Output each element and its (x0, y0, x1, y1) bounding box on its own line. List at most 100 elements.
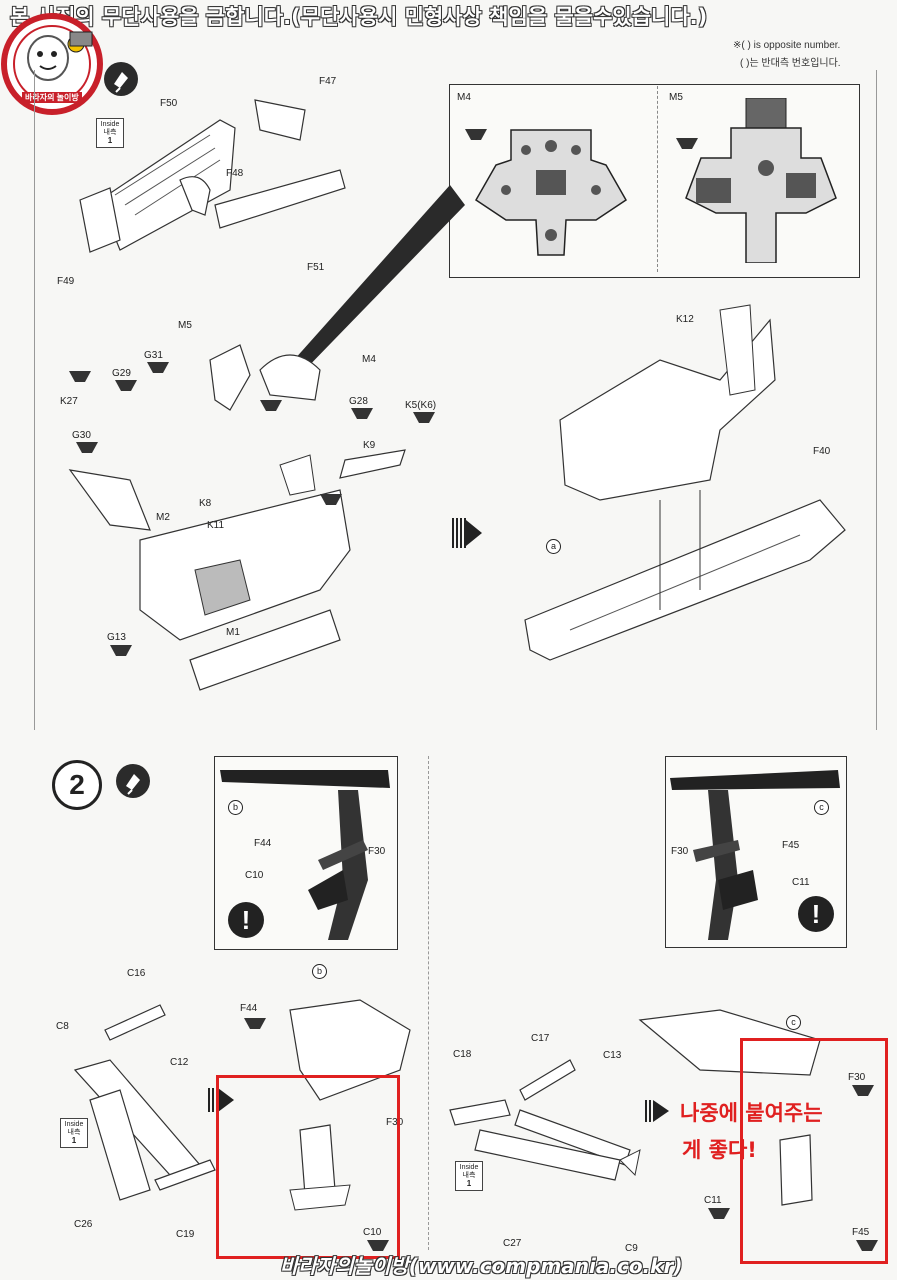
section-divider (428, 756, 429, 1250)
decal-badge-g29 (115, 380, 137, 391)
part-label-c26: C26 (74, 1219, 93, 1230)
warning-icon-b: ! (228, 902, 264, 938)
part-label-m1: M1 (226, 627, 240, 638)
part-label-g28: G28 (349, 396, 368, 407)
part-label-c12: C12 (170, 1057, 189, 1068)
decal-badge-g31 (147, 362, 169, 373)
inside-num: 1 (107, 136, 113, 145)
inside-num-right: 1 (466, 1179, 472, 1188)
decal-badge-m5 (676, 138, 698, 149)
sub-ref-c: c (814, 800, 829, 815)
inside-ko-right: 내측 (462, 1172, 476, 1179)
part-label-f48: F48 (226, 168, 244, 179)
decal-badge-f45 (856, 1240, 878, 1251)
part-label-m4-mid: M4 (362, 354, 376, 365)
logo-badge-icon (1, 13, 103, 115)
cement-icon-step2 (116, 764, 150, 798)
callout-wedge (285, 185, 465, 375)
copyright-banner: 본 사진의 무단사용을 금합니다.(무단사용시 민형사상 책임을 물을수있습니다… (10, 5, 708, 29)
assembly-arrow-head-left (218, 1088, 234, 1112)
site-logo: 바라자의 놀이방 (0, 8, 110, 118)
decal-badge-f30-right (852, 1085, 874, 1096)
inside-en: Inside (100, 121, 120, 128)
assembly-arrow-step1 (452, 518, 466, 548)
decal-badge-c10 (367, 1240, 389, 1251)
inside-num-left: 1 (71, 1136, 77, 1145)
part-label-f40: F40 (813, 446, 831, 457)
part-label-k27: K27 (60, 396, 78, 407)
note-opposite-ko: ( )는 반대측 번호입니다. (740, 58, 841, 69)
part-label-c11-bottom: C11 (704, 1195, 722, 1206)
part-label-c18: C18 (453, 1049, 472, 1060)
part-label-k8: K8 (199, 498, 212, 509)
decal-badge-k5 (413, 412, 435, 423)
inside-marker-right: Inside 내측 1 (455, 1161, 483, 1191)
part-label-f45-bottom: F45 (852, 1227, 870, 1238)
part-label-g29: G29 (112, 368, 131, 379)
fuselage-cockpit-assembly (524, 304, 846, 661)
detail-label-f45: F45 (782, 840, 800, 851)
cockpit-tub-exploded (68, 344, 406, 691)
part-label-c8: C8 (56, 1021, 69, 1032)
decal-panel-divider (657, 86, 658, 272)
warning-icon-c: ! (798, 896, 834, 932)
detail-label-c11: C11 (792, 877, 810, 888)
decal-badge-g28 (351, 408, 373, 419)
decal-badge-k27 (69, 371, 91, 382)
part-label-k5-k6: K5(K6) (405, 400, 437, 411)
decal-badge-g30 (76, 442, 98, 453)
assembly-arrow-head-right (653, 1100, 669, 1122)
part-label-f30-bottom: F30 (386, 1117, 404, 1128)
decal-badge-mid (260, 400, 282, 411)
landing-gear-right-detail (670, 770, 840, 940)
part-label-k9: K9 (363, 440, 376, 451)
part-label-c10-bottom: C10 (363, 1227, 382, 1238)
logo-text: 바라자의 놀이방 (22, 92, 82, 103)
landing-gear-left-detail (220, 770, 390, 940)
part-label-f30-right-bottom: F30 (848, 1072, 866, 1083)
assembly-arrow-head-step1 (466, 520, 482, 546)
highlight-box-right (740, 1038, 888, 1264)
part-label-m5-mid: M5 (178, 320, 192, 331)
inside-marker-left: Inside 내측 1 (60, 1118, 88, 1148)
page-frame-left (34, 70, 35, 730)
decal-badge-m4 (465, 129, 487, 140)
part-label-c9: C9 (625, 1243, 638, 1254)
part-label-c27: C27 (503, 1238, 522, 1249)
decal-badge-k9 (320, 494, 342, 505)
gear-bay-left-exploded (73, 999, 411, 1211)
step-number: 2 (52, 760, 102, 810)
decal-badge-f44 (244, 1018, 266, 1029)
instrument-panel-m5-icon (685, 98, 837, 263)
inside-ko-left: 내측 (67, 1129, 81, 1136)
part-label-c13: C13 (603, 1050, 622, 1061)
assembly-arrow-left (208, 1088, 218, 1112)
part-label-f47: F47 (319, 76, 337, 87)
note-opposite-en: ※( ) is opposite number. (733, 40, 841, 51)
cement-icon (104, 62, 138, 96)
footer-watermark: 바라자의놀이방(www.compmania.co.kr) (280, 1254, 683, 1278)
detail-label-f44: F44 (254, 838, 272, 849)
annotation-line2: 게 좋다! (682, 1138, 757, 1162)
inside-en-left: Inside (64, 1121, 84, 1128)
inside-en-right: Inside (459, 1164, 479, 1171)
inside-ko: 내측 (103, 129, 117, 136)
part-label-c17: C17 (531, 1033, 550, 1044)
sub-ref-c-bottom: c (786, 1015, 801, 1030)
detail-label-f30: F30 (368, 846, 386, 857)
part-label-k11: K11 (207, 520, 225, 531)
annotation-line1: 나중에 붙여주는 (680, 1101, 823, 1125)
panel-label-m4: M4 (457, 92, 471, 103)
rear-bulkhead-assembly (79, 99, 346, 253)
part-label-c16: C16 (127, 968, 146, 979)
part-label-f51: F51 (307, 262, 325, 273)
assembly-arrow-right (645, 1100, 653, 1122)
gear-bay-right-exploded (449, 1009, 821, 1206)
decal-badge-g13 (110, 645, 132, 656)
part-label-f50: F50 (160, 98, 178, 109)
part-label-g13: G13 (107, 632, 126, 643)
part-label-g30: G30 (72, 430, 91, 441)
detail-label-c10: C10 (245, 870, 264, 881)
part-label-g31: G31 (144, 350, 163, 361)
inside-marker: Inside 내측 1 (96, 118, 124, 148)
